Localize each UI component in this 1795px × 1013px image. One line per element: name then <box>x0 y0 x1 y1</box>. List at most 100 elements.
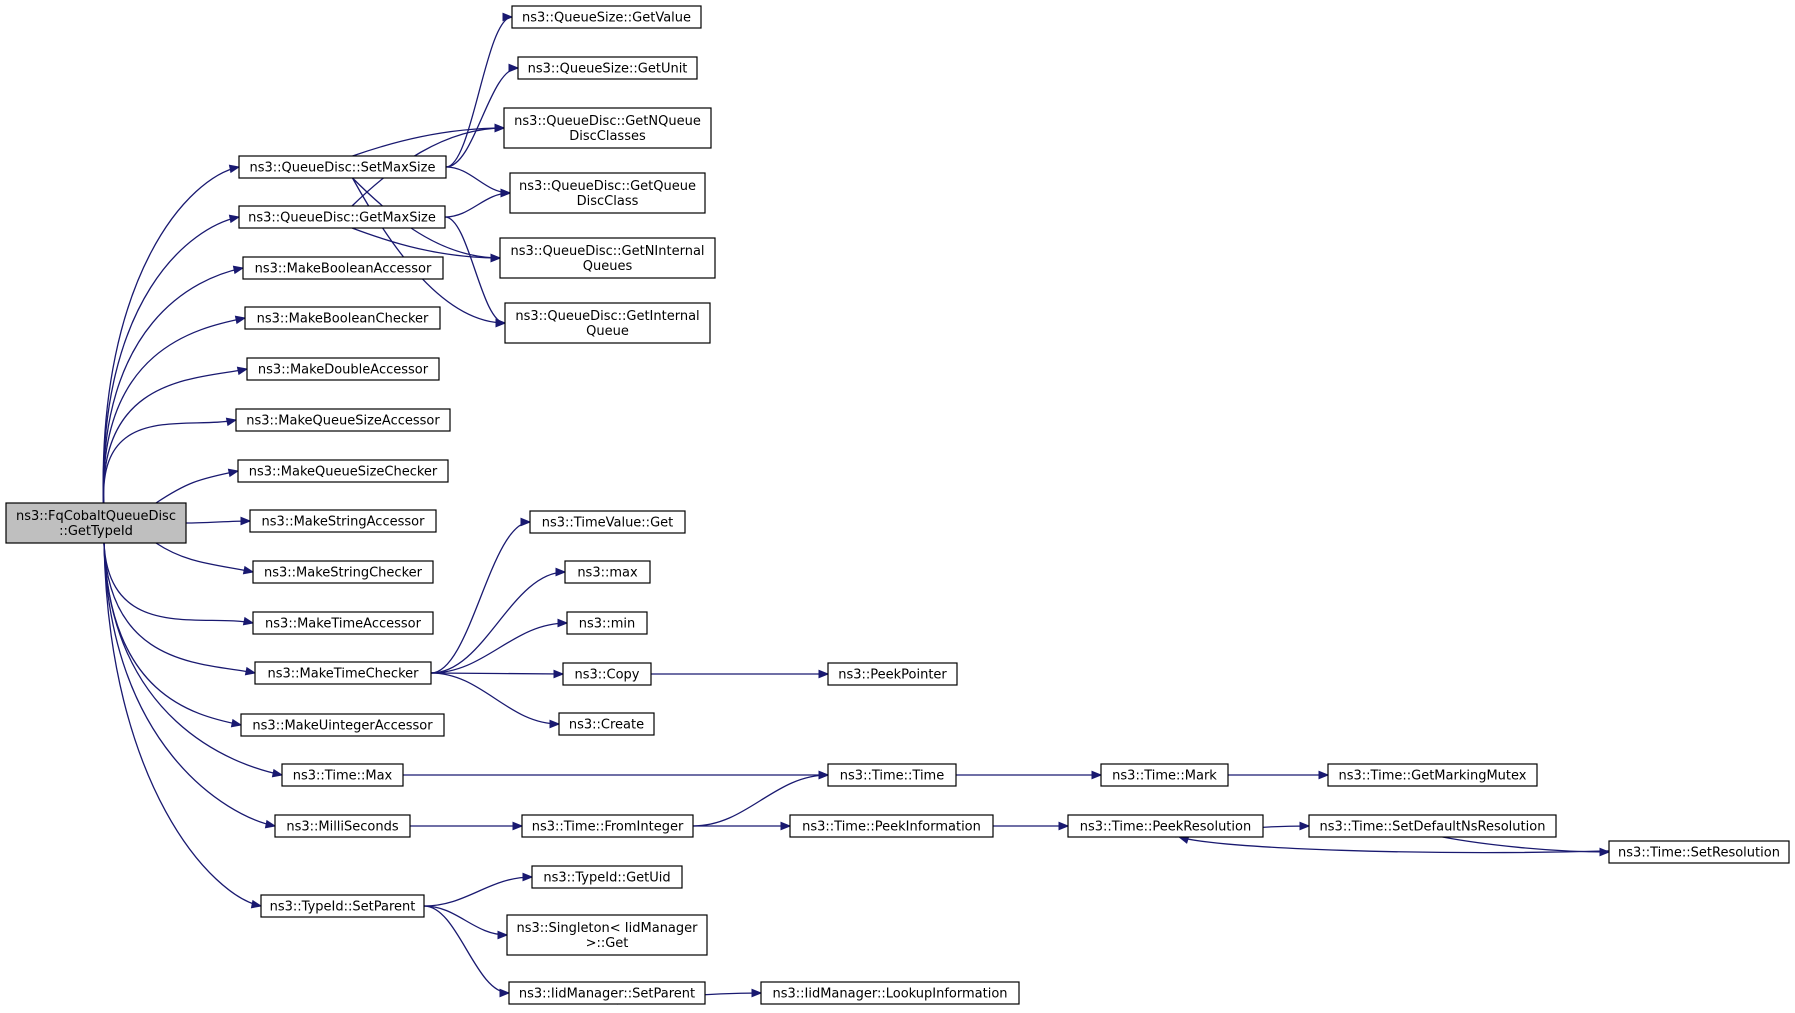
node-box <box>240 713 445 737</box>
node-box <box>242 256 444 280</box>
node-millisec[interactable]: ns3::MilliSeconds <box>274 814 411 838</box>
node-label: >::Get <box>586 936 629 951</box>
node-label: ns3::TimeValue::Get <box>542 516 674 531</box>
node-label: ns3::QueueDisc::GetNInternal <box>510 244 704 259</box>
edge-timemark-to-getmarkmutex <box>1228 770 1330 780</box>
node-box <box>249 509 437 533</box>
edge-arrowhead <box>818 770 830 780</box>
edge-line <box>430 672 560 725</box>
node-setmaxsize[interactable]: ns3::QueueDisc::SetMaxSize <box>238 155 447 179</box>
node-mkqschk[interactable]: ns3::MakeQueueSizeChecker <box>237 459 449 483</box>
node-qsgetunit[interactable]: ns3::QueueSize::GetUnit <box>517 56 698 80</box>
node-create[interactable]: ns3::Create <box>558 712 655 736</box>
edge-millisec-to-fromint <box>409 821 524 831</box>
node-box <box>558 712 655 736</box>
edge-arrowhead <box>502 12 514 22</box>
node-label: ns3::MakeTimeAccessor <box>265 617 422 632</box>
node-box <box>517 56 698 80</box>
node-setres[interactable]: ns3::Time::SetResolution <box>1608 840 1790 864</box>
node-mkstrchk[interactable]: ns3::MakeStringChecker <box>252 560 434 584</box>
edge-arrowhead <box>553 669 565 679</box>
node-getmaxsize[interactable]: ns3::QueueDisc::GetMaxSize <box>238 205 446 229</box>
edge-line <box>102 216 240 504</box>
node-box <box>521 814 694 838</box>
node-label: ns3::QueueDisc::GetQueue <box>519 179 696 194</box>
edge-line <box>444 216 506 324</box>
node-getmarkmutex[interactable]: ns3::Time::GetMarkingMutex <box>1327 763 1538 787</box>
node-label: DiscClass <box>577 194 639 209</box>
nodes-layer: ns3::FqCobaltQueueDisc::GetTypeId ns3::Qu… <box>5 5 1790 1005</box>
edge-arrowhead <box>520 517 532 527</box>
node-copy[interactable]: ns3::Copy <box>562 662 652 686</box>
node-box <box>529 510 686 534</box>
node-timemax[interactable]: ns3::Time::Max <box>281 763 404 787</box>
edge-arrowhead <box>242 565 255 575</box>
node-timemark[interactable]: ns3::Time::Mark <box>1100 763 1229 787</box>
edge-line <box>430 672 564 675</box>
node-setparent[interactable]: ns3::TypeId::SetParent <box>260 894 425 918</box>
node-peekinfo[interactable]: ns3::Time::PeekInformation <box>789 814 994 838</box>
node-fromint[interactable]: ns3::Time::FromInteger <box>521 814 694 838</box>
node-min[interactable]: ns3::min <box>566 611 648 635</box>
edge-arrowhead <box>1058 821 1070 831</box>
node-mktimeacc[interactable]: ns3::MakeTimeAccessor <box>252 611 434 635</box>
node-peekres[interactable]: ns3::Time::PeekResolution <box>1067 814 1264 838</box>
node-lookupinfo[interactable]: ns3::IidManager::LookupInformation <box>760 981 1020 1005</box>
node-tvget[interactable]: ns3::TimeValue::Get <box>529 510 686 534</box>
node-label: ns3::QueueDisc::GetMaxSize <box>248 211 436 226</box>
edge-arrowhead <box>1091 770 1103 780</box>
node-box <box>827 662 958 686</box>
node-getuid[interactable]: ns3::TypeId::GetUid <box>531 865 683 889</box>
edge-line <box>103 542 254 624</box>
edge-line <box>692 774 829 827</box>
node-qsgetvalue[interactable]: ns3::QueueSize::GetValue <box>511 5 702 29</box>
node-timetime[interactable]: ns3::Time::Time <box>827 763 957 787</box>
edge-mktimechk-to-min <box>430 618 569 674</box>
node-label: ns3::min <box>579 617 636 632</box>
edge-arrowhead <box>557 618 569 628</box>
node-label: ns3::IidManager::SetParent <box>519 987 695 1002</box>
node-label: ns3::MakeStringChecker <box>264 566 423 581</box>
node-label: ns3::Time::Mark <box>1112 769 1217 784</box>
edge-arrowhead <box>1318 770 1330 780</box>
node-mkqsacc[interactable]: ns3::MakeQueueSizeAccessor <box>235 408 451 432</box>
node-mkuintacc[interactable]: ns3::MakeUintegerAccessor <box>240 713 445 737</box>
edge-arrowhead <box>271 768 284 778</box>
edge-arrowhead <box>227 468 240 478</box>
node-box <box>252 611 434 635</box>
node-mkboolchk[interactable]: ns3::MakeBooleanChecker <box>244 306 441 330</box>
node-root[interactable]: ns3::FqCobaltQueueDisc::GetTypeId <box>5 502 187 544</box>
edge-line <box>103 542 242 726</box>
node-box <box>252 560 434 584</box>
edge-line <box>155 542 254 573</box>
edge-fromint-to-timetime <box>692 770 830 827</box>
node-label: ns3::Time::Max <box>293 769 393 784</box>
node-mktimechk[interactable]: ns3::MakeTimeChecker <box>254 661 432 685</box>
node-box <box>274 814 411 838</box>
edge-line <box>445 166 511 194</box>
node-peekptr[interactable]: ns3::PeekPointer <box>827 662 958 686</box>
node-mkdblacc[interactable]: ns3::MakeDoubleAccessor <box>246 357 440 381</box>
node-mkboolacc[interactable]: ns3::MakeBooleanAccessor <box>242 256 444 280</box>
node-mkstracc[interactable]: ns3::MakeStringAccessor <box>249 509 437 533</box>
node-label: ns3::TypeId::GetUid <box>543 871 670 886</box>
node-setdefns[interactable]: ns3::Time::SetDefaultNsResolution <box>1308 814 1557 838</box>
node-box <box>1608 840 1790 864</box>
node-label: DiscClasses <box>569 129 646 144</box>
node-label: ns3::QueueDisc::GetInternal <box>515 309 699 324</box>
edge-arrowhead <box>522 872 534 882</box>
edge-mktimechk-to-create <box>430 672 561 729</box>
node-box <box>1067 814 1264 838</box>
edge-arrowhead <box>508 63 520 73</box>
node-singleton[interactable]: ns3::Singleton< IidManager>::Get <box>506 914 708 956</box>
node-label: ns3::Time::PeekInformation <box>802 820 981 835</box>
edge-root-to-mkstrchk <box>155 542 255 575</box>
node-box <box>281 763 404 787</box>
node-max[interactable]: ns3::max <box>564 560 651 584</box>
edge-line <box>423 905 510 994</box>
node-iidsetparent[interactable]: ns3::IidManager::SetParent <box>508 981 706 1005</box>
